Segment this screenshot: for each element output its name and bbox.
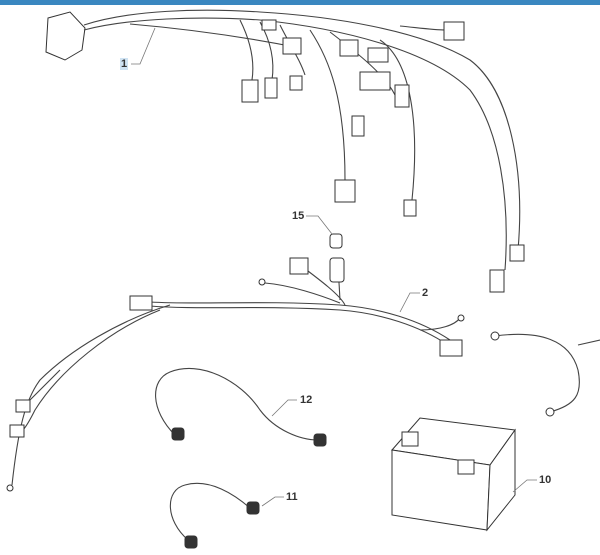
callout-label-15[interactable]: 15 bbox=[292, 210, 305, 222]
callout-label-12[interactable]: 12 bbox=[300, 394, 313, 406]
leader-line-10 bbox=[512, 479, 537, 493]
part-1-main-harness[interactable] bbox=[45, 9, 525, 293]
top-accent-bar bbox=[0, 0, 600, 5]
callout-label-11[interactable]: 11 bbox=[286, 491, 298, 503]
callout-label-1[interactable]: 1 bbox=[120, 58, 129, 70]
leader-line-12 bbox=[271, 399, 297, 417]
leader-line-11 bbox=[261, 496, 284, 507]
leader-line-15 bbox=[306, 215, 333, 235]
part-2-harness[interactable] bbox=[6, 257, 465, 492]
leader-line-2 bbox=[399, 292, 420, 313]
callout-label-2[interactable]: 2 bbox=[422, 287, 429, 299]
leader-line-1 bbox=[131, 27, 156, 65]
callout-label-10[interactable]: 10 bbox=[539, 474, 552, 486]
part-15-grommet[interactable] bbox=[329, 233, 343, 249]
part-12-cable[interactable] bbox=[155, 367, 327, 447]
part-10-battery[interactable] bbox=[391, 417, 516, 532]
part-11-cable[interactable] bbox=[169, 482, 260, 549]
ground-cable[interactable] bbox=[490, 331, 600, 417]
